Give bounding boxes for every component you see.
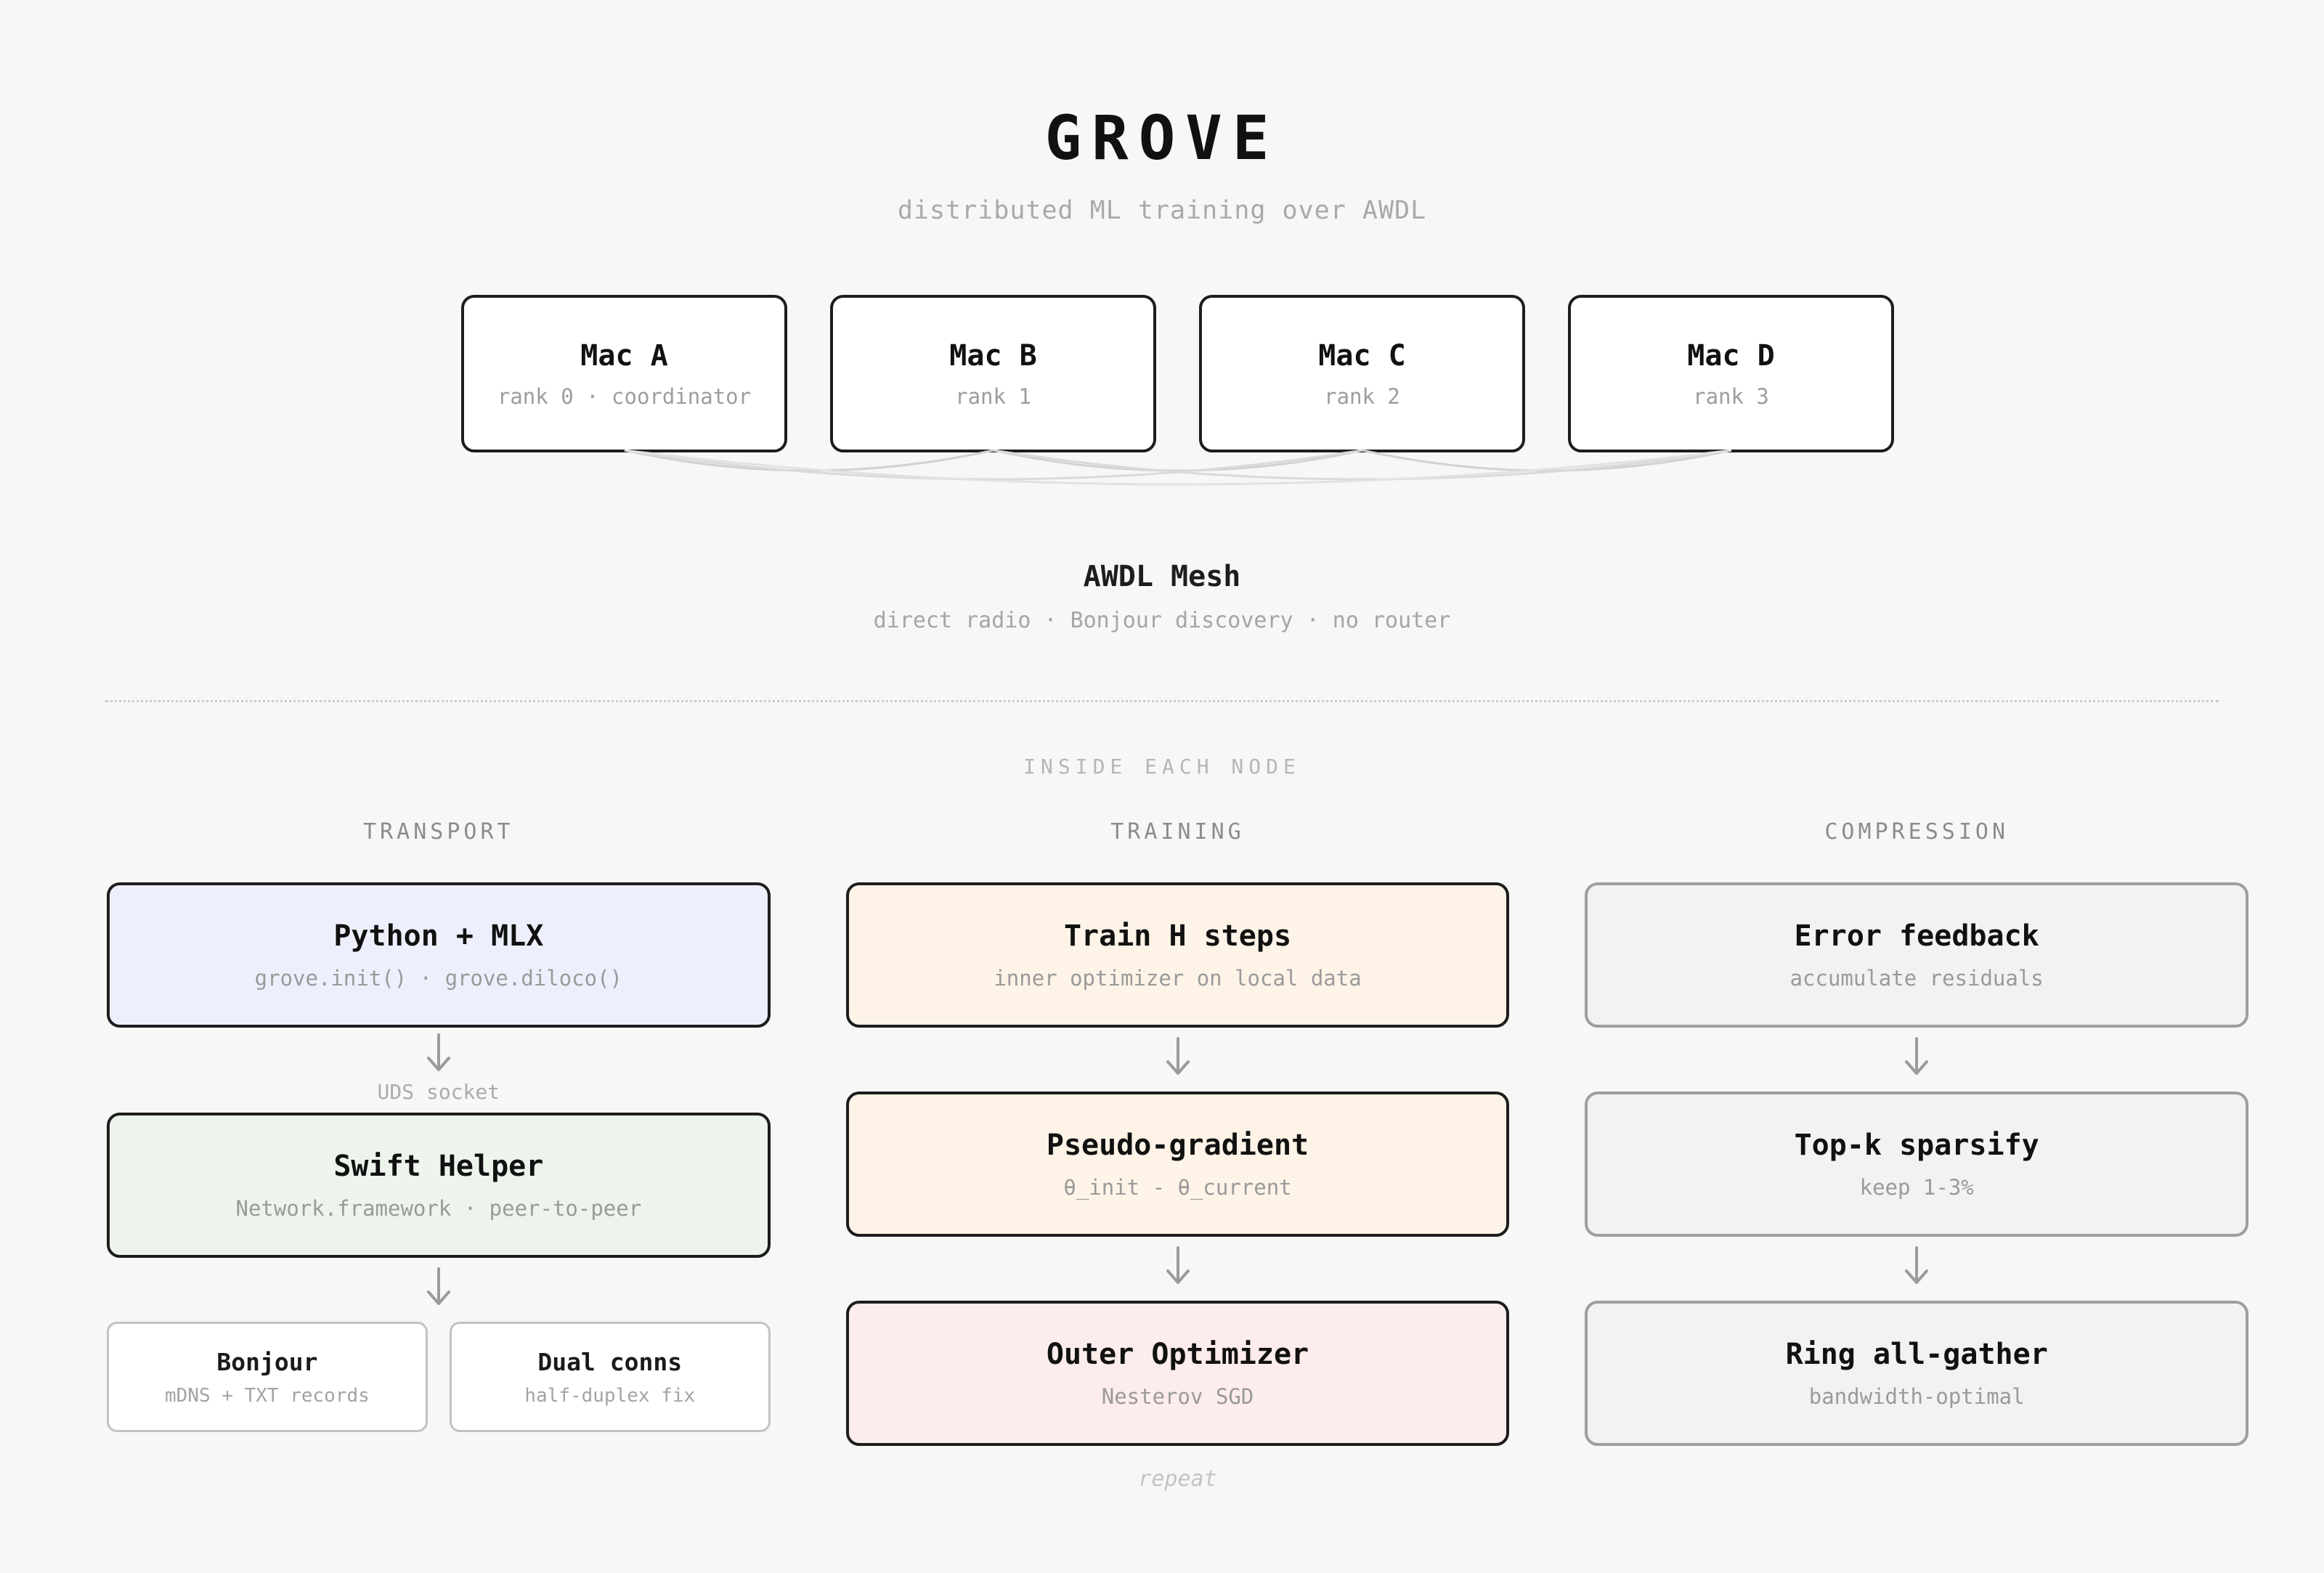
box-ring-all-gather: Ring all-gather bandwidth-optimal bbox=[1585, 1301, 2249, 1446]
mesh-label: AWDL Mesh direct radio · Bonjour discove… bbox=[0, 560, 2324, 633]
node-mac-c: Mac C rank 2 bbox=[1199, 295, 1525, 452]
box-outer-optimizer: Outer Optimizer Nesterov SGD bbox=[845, 1301, 1510, 1446]
down-arrow-icon bbox=[1905, 1246, 1929, 1284]
page-title: GROVE bbox=[1044, 102, 1280, 174]
box-subtitle: Nesterov SGD bbox=[1101, 1384, 1254, 1409]
mesh-arc bbox=[993, 449, 1732, 481]
transport-small-boxes: Bonjour mDNS + TXT records Dual conns ha… bbox=[107, 1322, 771, 1432]
node-title: Mac A bbox=[580, 338, 668, 373]
box-subtitle: mDNS + TXT records bbox=[165, 1384, 370, 1407]
column-header: TRANSPORT bbox=[363, 819, 514, 845]
box-title: Outer Optimizer bbox=[1046, 1338, 1309, 1371]
node-mac-d: Mac D rank 3 bbox=[1568, 295, 1894, 452]
box-dual-conns: Dual conns half-duplex fix bbox=[449, 1322, 771, 1432]
box-subtitle: θ_init - θ_current bbox=[1063, 1175, 1292, 1200]
box-title: Dual conns bbox=[537, 1347, 683, 1376]
node-subtitle: rank 0 · coordinator bbox=[497, 383, 752, 409]
box-title: Ring all-gather bbox=[1785, 1338, 2048, 1371]
box-subtitle: Network.framework · peer-to-peer bbox=[235, 1196, 642, 1221]
box-title: Top-k sparsify bbox=[1794, 1129, 2039, 1162]
box-python-mlx: Python + MLX grove.init() · grove.diloco… bbox=[107, 882, 771, 1028]
box-title: Train H steps bbox=[1063, 919, 1292, 953]
node-title: Mac C bbox=[1318, 338, 1406, 373]
box-error-feedback: Error feedback accumulate residuals bbox=[1585, 882, 2249, 1028]
grove-diagram: GROVE distributed ML training over AWDL … bbox=[0, 107, 2324, 1573]
box-top-k-sparsify: Top-k sparsify keep 1-3% bbox=[1585, 1092, 2249, 1237]
mesh-title: AWDL Mesh bbox=[1083, 560, 1241, 593]
node-subtitle: rank 2 bbox=[1324, 383, 1400, 409]
uds-socket-label: UDS socket bbox=[377, 1080, 500, 1104]
down-arrow-icon bbox=[426, 1033, 450, 1071]
section-divider bbox=[105, 700, 2219, 702]
node-subtitle: rank 1 bbox=[955, 383, 1031, 409]
box-title: Pseudo-gradient bbox=[1046, 1129, 1309, 1162]
down-arrow-icon bbox=[1166, 1246, 1190, 1284]
box-bonjour: Bonjour mDNS + TXT records bbox=[107, 1322, 428, 1432]
node-subtitle: rank 3 bbox=[1693, 383, 1769, 409]
mesh-arc bbox=[624, 449, 1732, 486]
columns-row: TRANSPORT Python + MLX grove.init() · gr… bbox=[107, 819, 2249, 1492]
down-arrow-icon bbox=[1905, 1037, 1929, 1075]
down-arrow-icon bbox=[426, 1267, 450, 1305]
repeat-label: repeat bbox=[1138, 1466, 1217, 1492]
box-subtitle: accumulate residuals bbox=[1789, 966, 2044, 991]
down-arrow-icon bbox=[1166, 1037, 1190, 1075]
box-title: Python + MLX bbox=[333, 919, 544, 953]
mesh-arc bbox=[993, 449, 1363, 472]
mesh-subtitle: direct radio · Bonjour discovery · no ro… bbox=[873, 608, 1451, 633]
box-pseudo-gradient: Pseudo-gradient θ_init - θ_current bbox=[845, 1092, 1510, 1237]
mac-nodes-row: Mac A rank 0 · coordinator Mac B rank 1 … bbox=[107, 295, 2248, 452]
mesh-arc bbox=[1362, 449, 1732, 472]
box-subtitle: inner optimizer on local data bbox=[994, 966, 1362, 991]
node-title: Mac D bbox=[1687, 338, 1775, 373]
page-subtitle: distributed ML training over AWDL bbox=[897, 196, 1427, 225]
column-compression: COMPRESSION Error feedback accumulate re… bbox=[1585, 819, 2249, 1446]
mesh-lines bbox=[624, 449, 1732, 486]
node-mac-b: Mac B rank 1 bbox=[830, 295, 1156, 452]
inside-each-node-label: INSIDE EACH NODE bbox=[1023, 755, 1301, 779]
box-train-h-steps: Train H steps inner optimizer on local d… bbox=[845, 882, 1510, 1028]
mesh-arc bbox=[624, 449, 994, 472]
column-training: TRAINING Train H steps inner optimizer o… bbox=[845, 819, 1510, 1492]
box-subtitle: grove.init() · grove.diloco() bbox=[254, 966, 622, 991]
box-title: Swift Helper bbox=[333, 1150, 544, 1183]
box-subtitle: bandwidth-optimal bbox=[1808, 1384, 2025, 1409]
box-subtitle: half-duplex fix bbox=[524, 1384, 696, 1407]
column-transport: TRANSPORT Python + MLX grove.init() · gr… bbox=[107, 819, 771, 1432]
column-header: COMPRESSION bbox=[1824, 819, 2010, 845]
node-title: Mac B bbox=[949, 338, 1037, 373]
box-subtitle: keep 1-3% bbox=[1859, 1175, 1974, 1200]
mesh-arc bbox=[624, 449, 1363, 481]
box-title: Bonjour bbox=[216, 1347, 318, 1376]
column-header: TRAINING bbox=[1110, 819, 1245, 845]
box-swift-helper: Swift Helper Network.framework · peer-to… bbox=[107, 1113, 771, 1258]
node-mac-a: Mac A rank 0 · coordinator bbox=[461, 295, 787, 452]
box-title: Error feedback bbox=[1794, 919, 2039, 953]
